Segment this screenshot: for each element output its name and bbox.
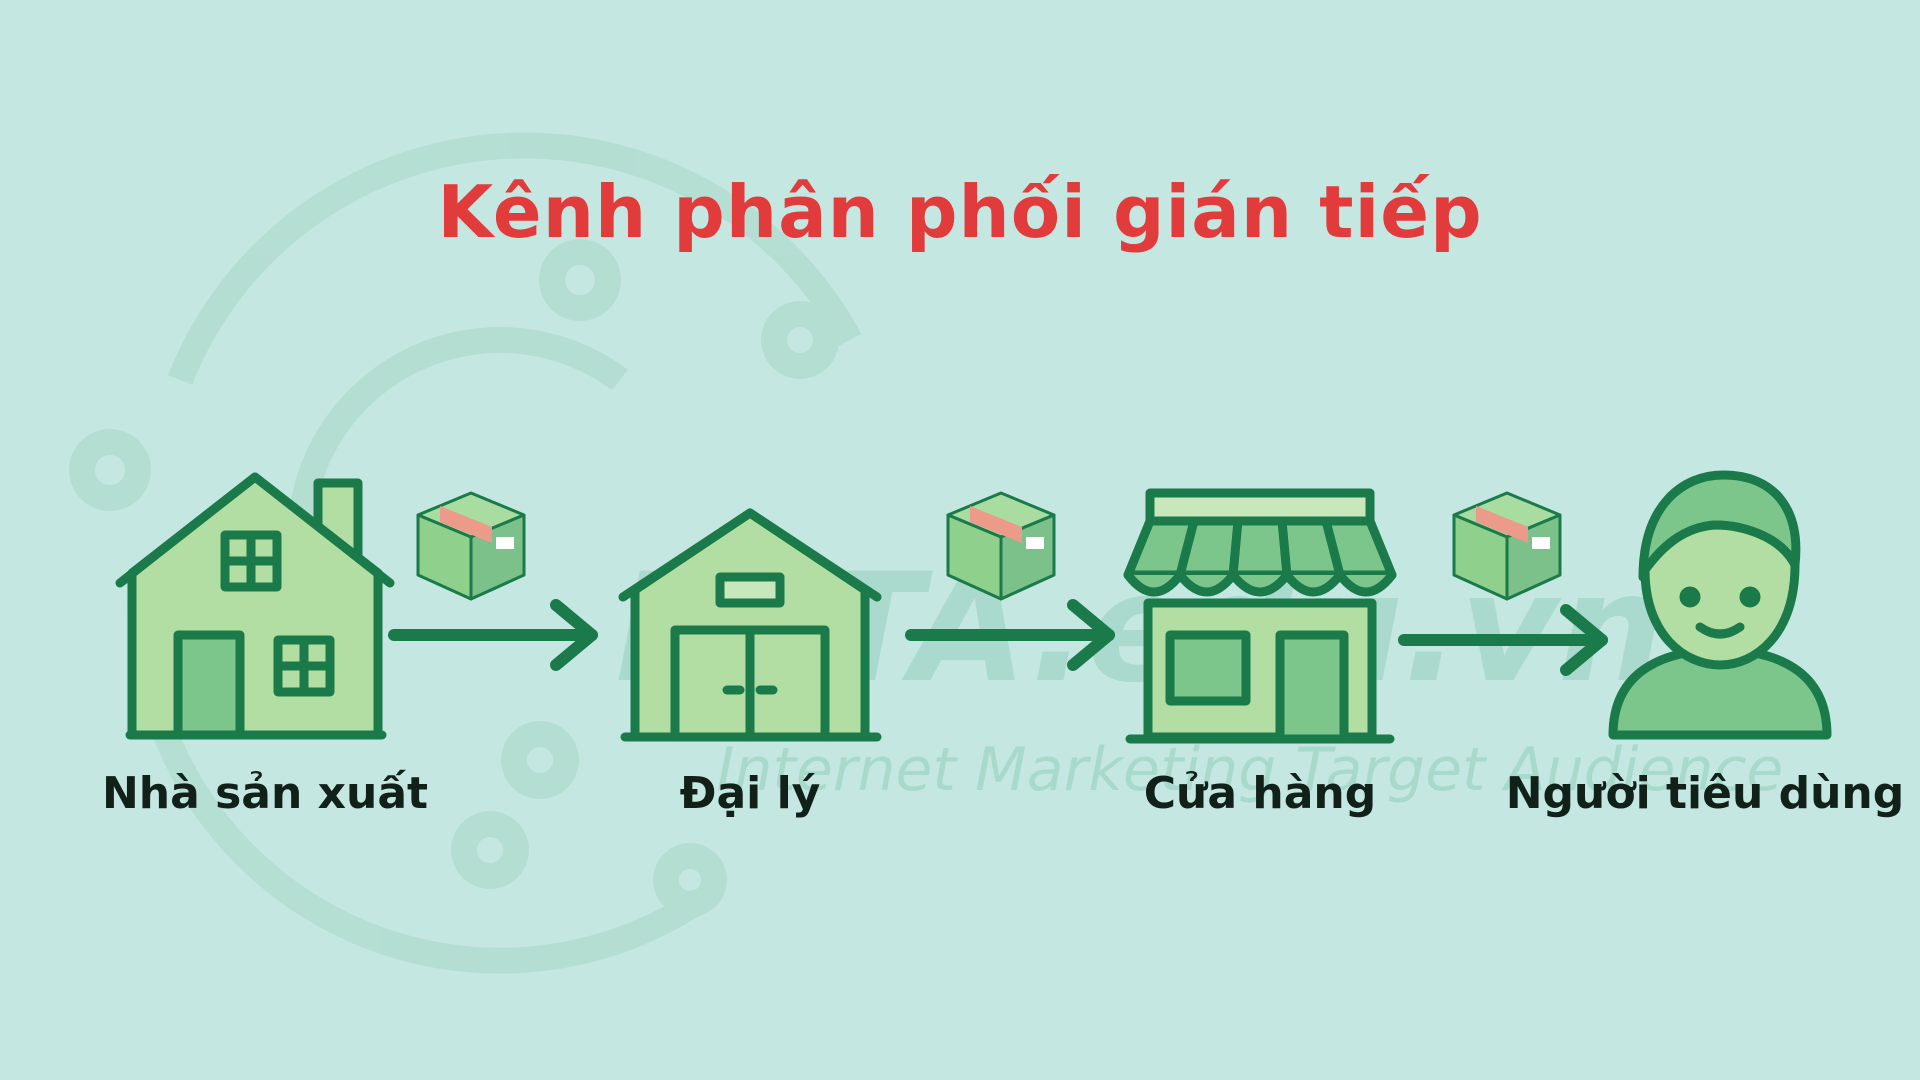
package-box-icon [946, 491, 1056, 601]
node-agent [615, 505, 885, 745]
warehouse-icon [618, 508, 882, 742]
page-title: Kênh phân phối gián tiếp [437, 170, 1483, 254]
package-box-icon [416, 491, 526, 601]
package-box-icon [1452, 491, 1562, 601]
arrow-right-icon [905, 599, 1115, 671]
node-label-consumer: Người tiêu dùng [1505, 768, 1905, 819]
watermark-tagline: Internet Marketing Target Audience [717, 735, 1784, 805]
node-consumer [1605, 465, 1835, 745]
house-icon [115, 472, 395, 740]
node-label-agent: Đại lý [679, 768, 821, 819]
arrow-right-icon [388, 599, 598, 671]
arrow-right-icon [1398, 604, 1608, 676]
node-manufacturer [110, 465, 400, 745]
person-icon [1608, 470, 1832, 740]
storefront-icon [1123, 488, 1397, 744]
node-label-manufacturer: Nhà sản xuất [101, 768, 429, 819]
node-label-store: Cửa hàng [1143, 768, 1377, 819]
node-store [1120, 485, 1400, 745]
